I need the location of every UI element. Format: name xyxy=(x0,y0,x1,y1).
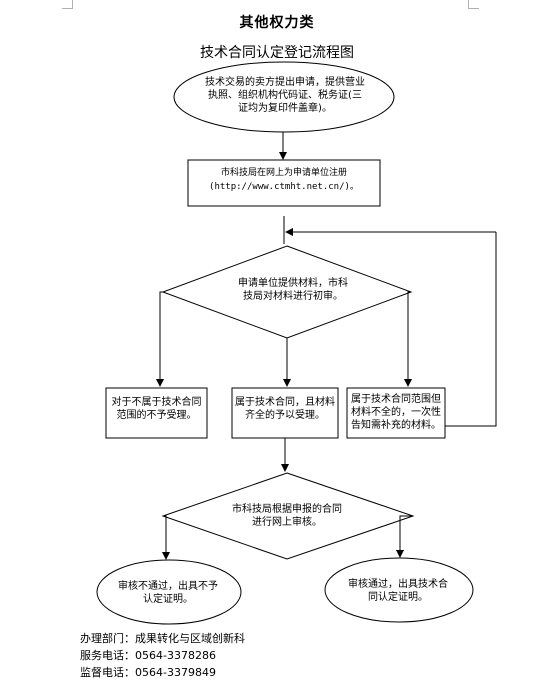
page-corner-mark-left xyxy=(62,0,73,9)
diagram-title: 技术合同认定登记流程图 xyxy=(200,45,354,61)
reject-box xyxy=(105,387,208,439)
page-corner-mark-right xyxy=(468,0,479,9)
fail-ellipse xyxy=(96,559,242,625)
footer-dept: 办理部门：成果转化与区域创新科 xyxy=(80,632,245,646)
arrow-to-pass xyxy=(396,515,413,558)
footer-service-label: 服务电话： xyxy=(80,649,135,662)
arrow-to-fail xyxy=(162,515,170,560)
reject-text: 对于不属于技术合同范围的不予受理。 xyxy=(111,397,202,421)
register-text-line2: (http://www.ctmht.net.cn/)。 xyxy=(209,182,359,192)
section-title: 其他权力类 xyxy=(239,15,315,31)
footer-dept-value: 成果转化与区域创新科 xyxy=(135,632,245,645)
start-text: 技术交易的卖方提出申请，提供营业执照、组织机构代码证、税务证(三证均为复印件盖章… xyxy=(205,77,365,114)
pass-ellipse xyxy=(324,557,474,623)
footer-service-phone: 服务电话：0564-3378286 xyxy=(80,649,216,663)
fail-text: 审核不通过，出具不予认定证明。 xyxy=(118,581,218,605)
register-text-line1: 市科技局在网上为申请单位注册 xyxy=(220,168,347,178)
supplement-text: 属于技术合同范围但材料不全的，一次性告知需补充的材料。 xyxy=(351,394,441,431)
footer-dept-label: 办理部门： xyxy=(80,632,135,645)
supplement-box xyxy=(346,387,446,439)
review-diamond xyxy=(161,472,415,560)
submit-text: 申请单位提供材料，市科技局对材料进行初审。 xyxy=(238,278,348,302)
pass-text: 审核通过，出具技术合同认定证明。 xyxy=(348,579,448,603)
accept-text: 属于技术合同，且材料齐全的予以受理。 xyxy=(235,397,335,421)
footer-supervise-value: 0564-3379849 xyxy=(135,666,216,679)
register-box xyxy=(187,159,381,207)
footer-supervise-phone: 监督电话：0564-3379849 xyxy=(80,666,216,680)
footer-supervise-label: 监督电话： xyxy=(80,666,135,679)
arrow-to-supplement xyxy=(404,291,412,387)
footer-service-value: 0564-3378286 xyxy=(135,649,216,662)
arrow-to-reject xyxy=(156,291,164,387)
line-loop-back xyxy=(445,232,497,427)
review-text: 市科技局根据申报的合同进行网上审核。 xyxy=(232,504,342,528)
start-ellipse xyxy=(173,61,395,133)
